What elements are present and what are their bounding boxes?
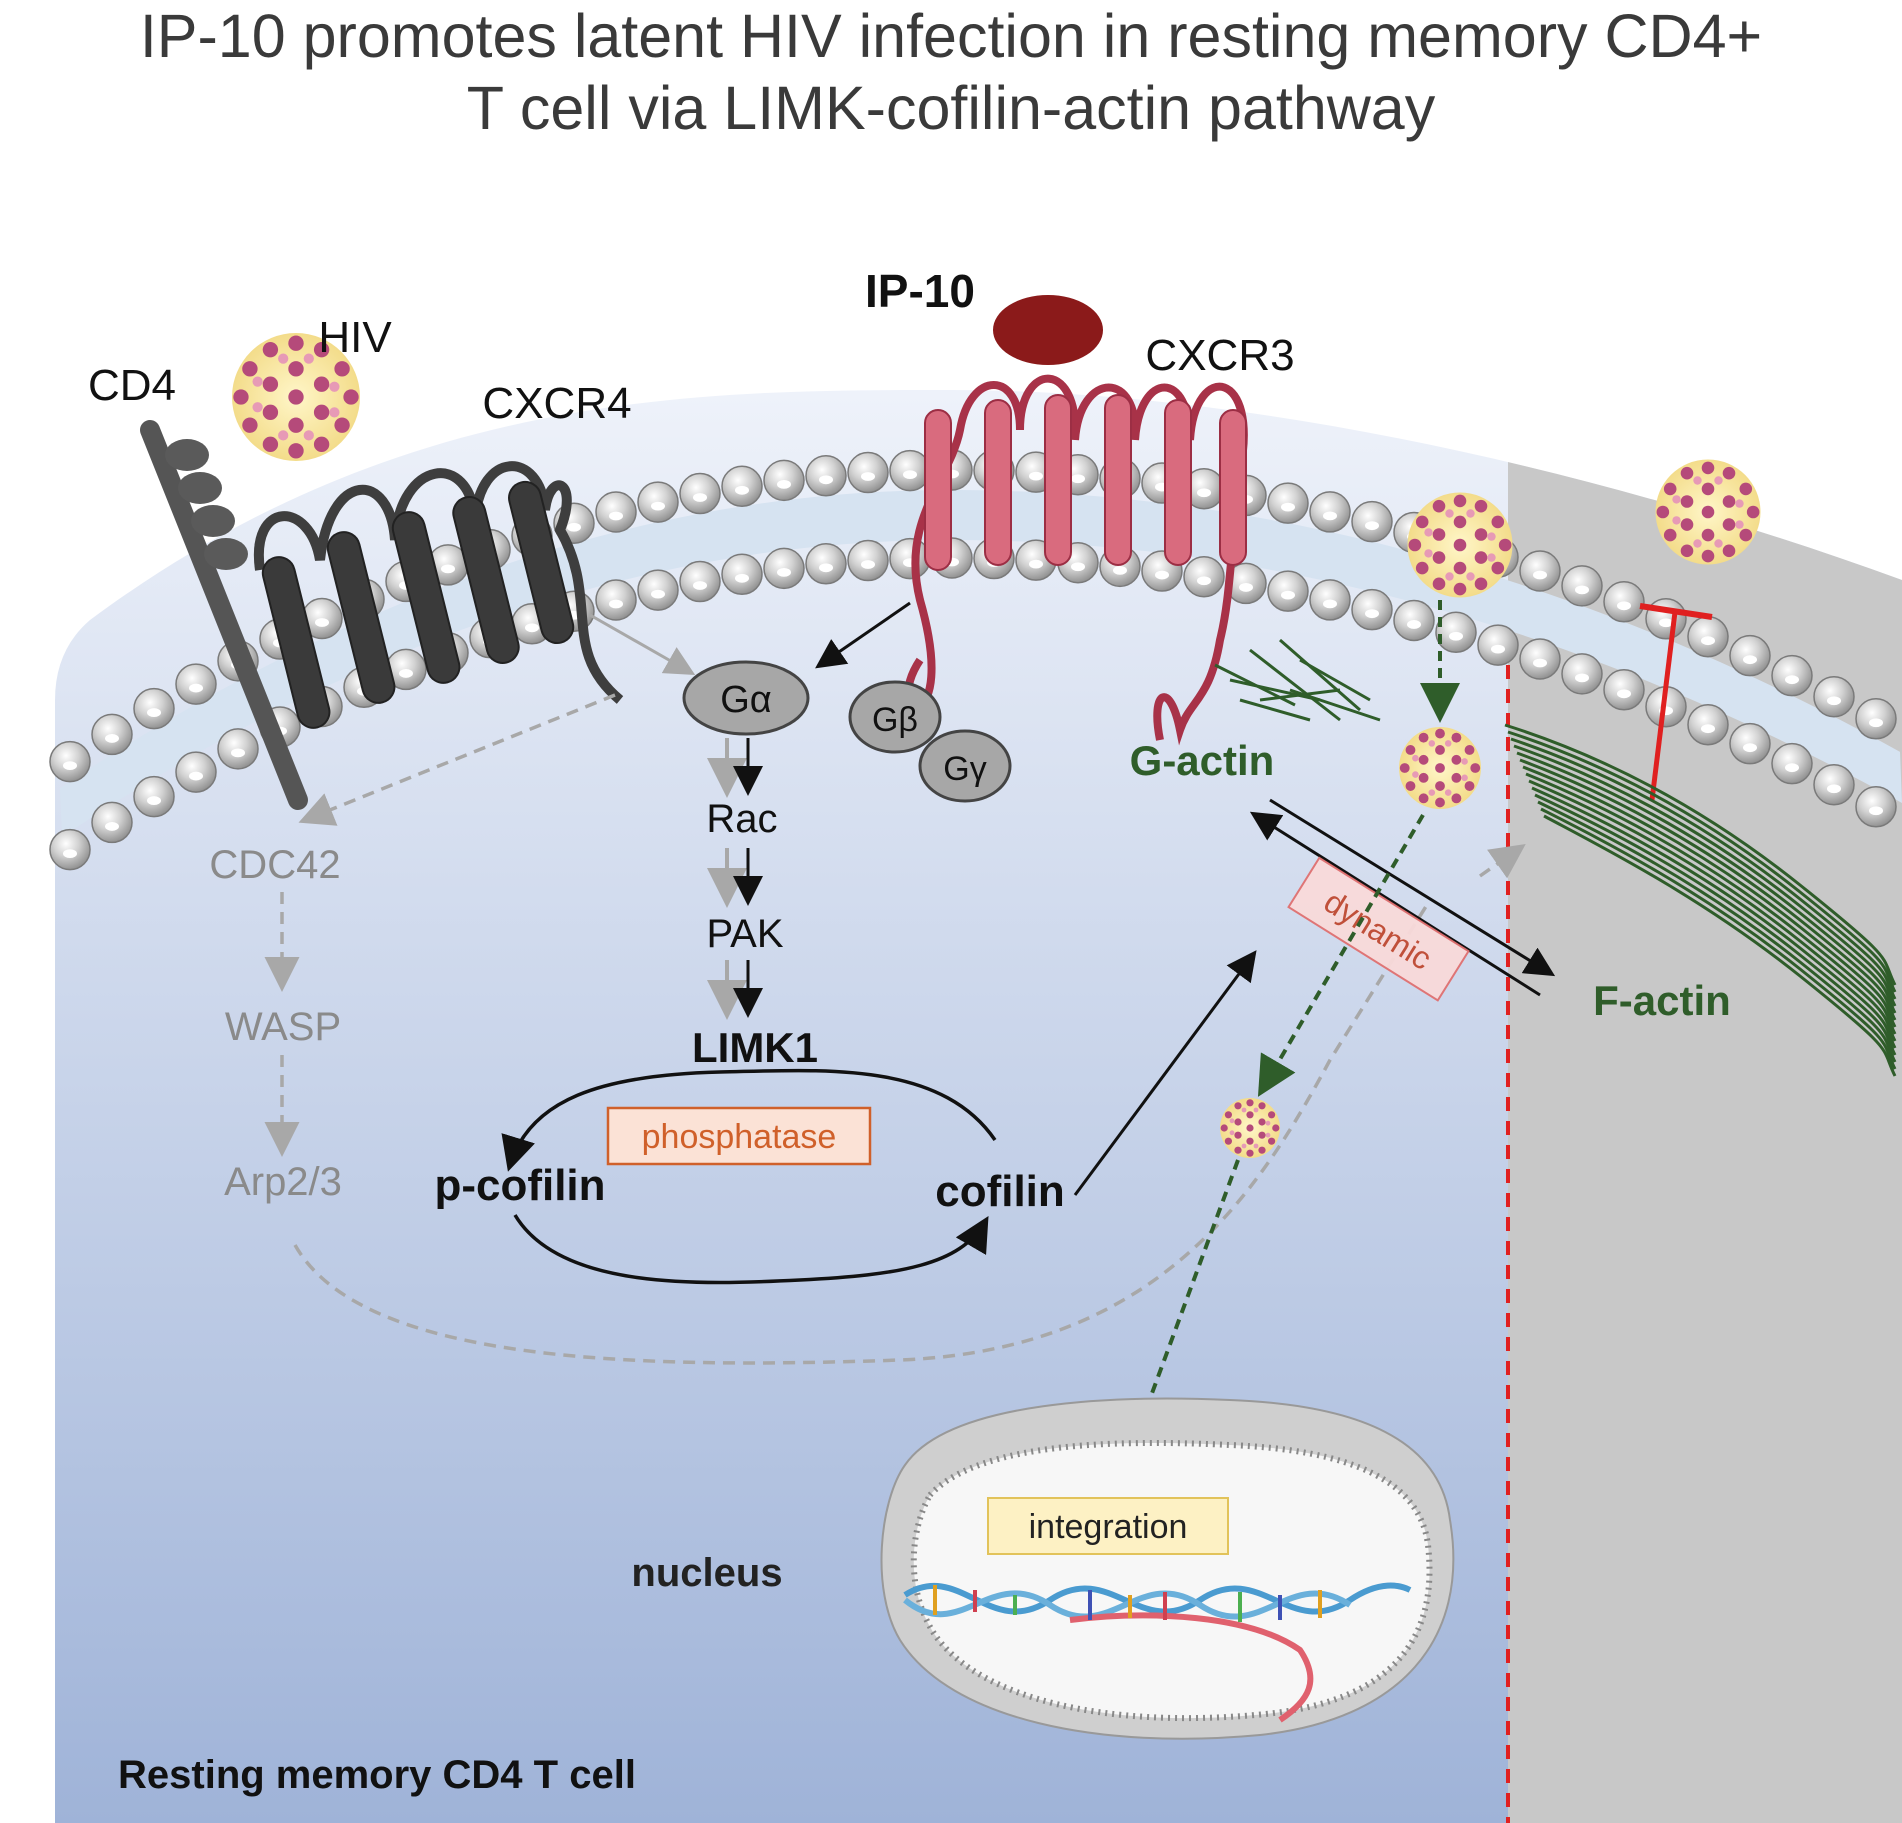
cascade-arrows bbox=[707, 738, 763, 1020]
ip10-ligand bbox=[993, 295, 1103, 365]
ip10-label: IP-10 bbox=[865, 265, 975, 317]
cofilin-cycle bbox=[501, 1068, 997, 1285]
svg-text:Gα: Gα bbox=[720, 679, 772, 721]
g-gamma-node: Gγ bbox=[918, 729, 1012, 803]
actin-filaments bbox=[1214, 638, 1897, 1077]
arrow-cofilin-to-actin bbox=[1073, 950, 1257, 1196]
arp23-label: Arp2/3 bbox=[224, 1160, 342, 1204]
hiv-virion-entering bbox=[1407, 492, 1513, 598]
virus-entry-path bbox=[1112, 600, 1460, 1488]
dna-helix bbox=[903, 1582, 1412, 1723]
inhibition-marker bbox=[1639, 603, 1713, 801]
phosphatase-box: phosphatase bbox=[606, 1106, 872, 1166]
arrow-cxcr3-to-galpha bbox=[815, 601, 911, 669]
actin-equilibrium-arrows bbox=[1249, 798, 1556, 997]
cxcr3-label: CXCR3 bbox=[1145, 331, 1294, 380]
f-actin-label: F-actin bbox=[1593, 977, 1731, 1024]
cofilin-label: cofilin bbox=[935, 1167, 1065, 1216]
rac-label: Rac bbox=[706, 797, 777, 841]
diagram-title: IP-10 promotes latent HIV infection in r… bbox=[0, 0, 1902, 170]
svg-text:phosphatase: phosphatase bbox=[642, 1118, 837, 1156]
g-alpha-node: Gα bbox=[682, 660, 810, 736]
g-actin-label: G-actin bbox=[1130, 737, 1275, 784]
nucleus-label: nucleus bbox=[631, 1551, 782, 1595]
wasp-label: WASP bbox=[225, 1005, 341, 1049]
title-line-2: T cell via LIMK-cofilin-actin pathway bbox=[466, 74, 1436, 142]
svg-text:Gγ: Gγ bbox=[943, 750, 986, 788]
hiv-virion-blocked bbox=[1655, 459, 1761, 565]
svg-text:integration: integration bbox=[1029, 1508, 1188, 1546]
p-cofilin-label: p-cofilin bbox=[434, 1161, 605, 1210]
nucleus bbox=[880, 1397, 1455, 1740]
limk1-label: LIMK1 bbox=[692, 1024, 818, 1071]
cxcr4-label: CXCR4 bbox=[482, 379, 631, 428]
integration-box: integration bbox=[987, 1497, 1229, 1555]
hiv-label: HIV bbox=[318, 313, 392, 362]
svg-text:Gβ: Gβ bbox=[872, 701, 918, 739]
cxcr3-receptor bbox=[904, 374, 1248, 746]
hiv-virion-migrating bbox=[1220, 1098, 1280, 1158]
cdc42-pathway bbox=[264, 693, 1526, 1365]
arrow-cxcr4-to-galpha bbox=[589, 613, 696, 675]
pak-label: PAK bbox=[706, 912, 783, 956]
cxcr4-receptor bbox=[253, 461, 624, 729]
cell-type-label: Resting memory CD4 T cell bbox=[118, 1753, 636, 1797]
hiv-virion-cytoplasm bbox=[1399, 727, 1481, 809]
g-beta-node: Gβ bbox=[848, 680, 942, 754]
cdc42-label: CDC42 bbox=[209, 843, 340, 887]
cd4-receptor bbox=[140, 420, 308, 810]
cd4-label: CD4 bbox=[88, 361, 176, 410]
title-line-1: IP-10 promotes latent HIV infection in r… bbox=[139, 2, 1763, 70]
